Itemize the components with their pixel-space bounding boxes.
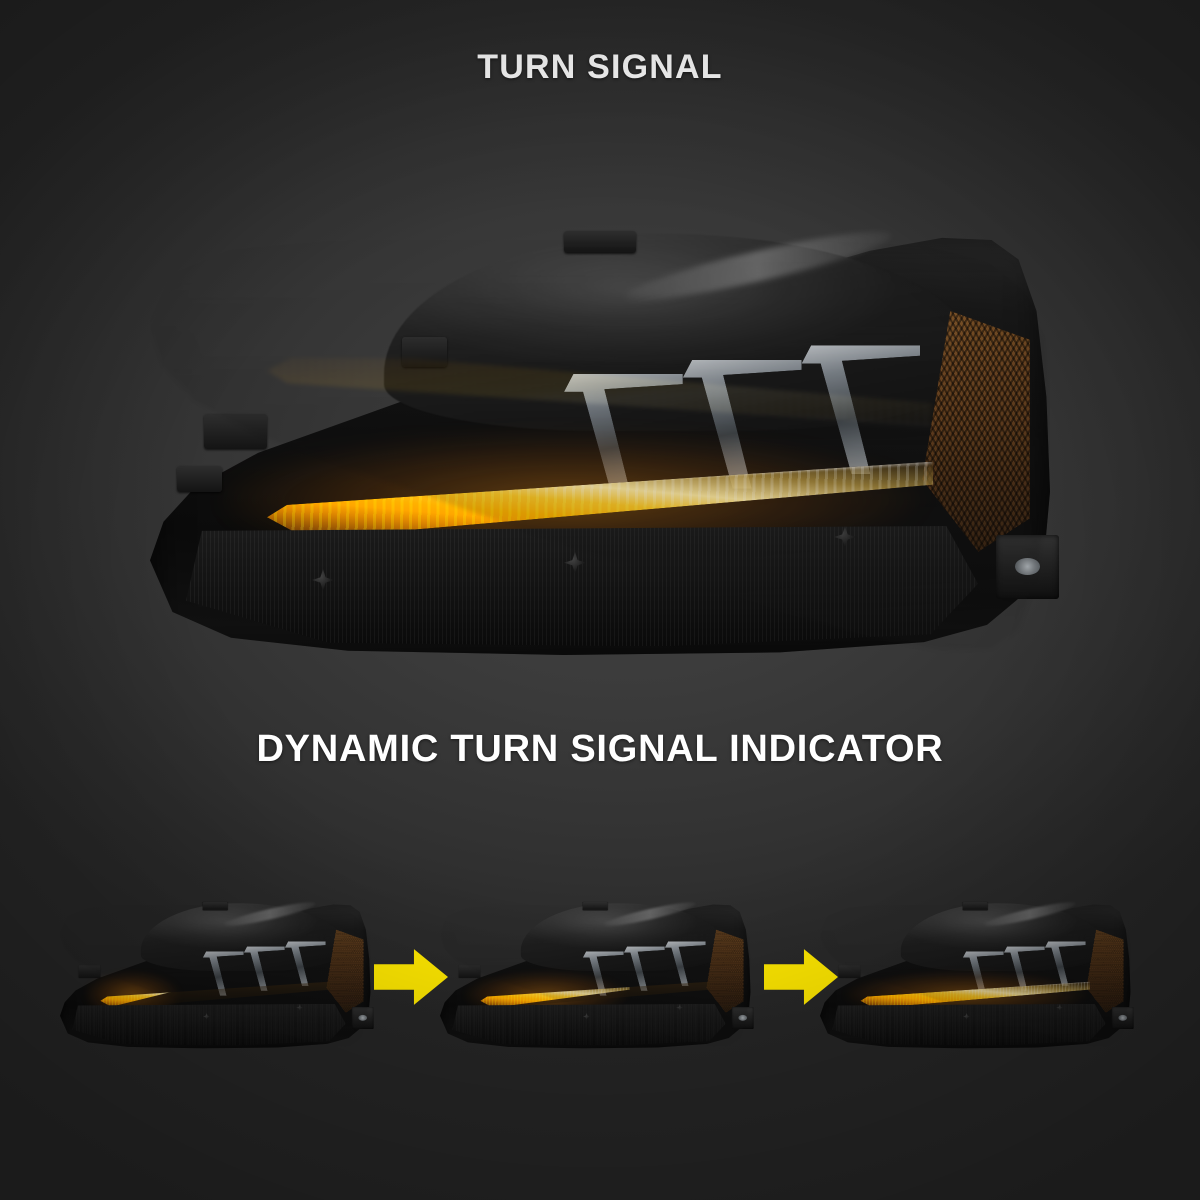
drl-chevron-group bbox=[564, 345, 960, 503]
mounting-tab bbox=[402, 336, 447, 367]
electrical-connector bbox=[996, 534, 1059, 600]
drl-chevron-group bbox=[582, 941, 720, 996]
sequence-step-3[interactable] bbox=[820, 898, 1134, 1049]
lens-dome bbox=[900, 898, 1106, 972]
mounting-tab bbox=[582, 902, 608, 910]
lens-highlight-streak bbox=[602, 898, 697, 930]
drl-chevron-icon bbox=[243, 946, 285, 991]
mounting-tab bbox=[202, 902, 228, 910]
screw-boss-icon bbox=[675, 1003, 684, 1012]
electrical-connector bbox=[731, 1006, 754, 1030]
feature-subtitle: DYNAMIC TURN SIGNAL INDICATOR bbox=[256, 728, 944, 770]
sequence-step-1[interactable] bbox=[60, 898, 374, 1049]
lens-dome bbox=[140, 898, 346, 972]
drl-chevron-icon bbox=[1003, 946, 1045, 991]
step-3-body bbox=[820, 898, 1134, 1049]
step-1-body bbox=[60, 898, 374, 1049]
screw-boss-icon bbox=[962, 1012, 971, 1021]
drl-chevron-icon bbox=[1044, 941, 1086, 987]
lens-highlight-streak bbox=[222, 898, 317, 930]
lens-dome bbox=[520, 898, 726, 972]
lens-highlight-streak bbox=[982, 898, 1077, 930]
right-arrow-icon bbox=[374, 949, 448, 1005]
drl-chevron-icon bbox=[284, 941, 326, 987]
lower-housing bbox=[186, 526, 978, 647]
mounting-tab bbox=[177, 465, 222, 492]
drl-chevron-icon bbox=[623, 946, 665, 991]
screw-boss-icon bbox=[582, 1012, 591, 1021]
drl-chevron-group bbox=[962, 941, 1100, 996]
lower-housing bbox=[72, 1003, 346, 1046]
screw-boss-icon bbox=[1055, 1003, 1064, 1012]
mounting-tab bbox=[458, 965, 481, 978]
mounting-tab bbox=[78, 965, 101, 978]
mounting-tab bbox=[962, 902, 988, 910]
electrical-connector bbox=[351, 1006, 374, 1030]
drl-chevron-icon bbox=[664, 941, 706, 987]
page-title: TURN SIGNAL bbox=[477, 48, 723, 86]
hero-headlight-body bbox=[150, 221, 1059, 655]
mounting-tab bbox=[838, 965, 861, 978]
mounting-tab bbox=[564, 231, 636, 253]
drl-chevron-icon bbox=[801, 345, 921, 475]
drl-chevron-icon bbox=[682, 359, 802, 489]
screw-boss-icon bbox=[295, 1003, 304, 1012]
hero-headlight bbox=[150, 221, 1059, 655]
mounting-tab bbox=[204, 414, 267, 449]
lower-housing bbox=[832, 1003, 1106, 1046]
screw-boss-icon bbox=[202, 1012, 211, 1021]
lens-highlight-streak bbox=[621, 221, 895, 312]
drl-chevron-group bbox=[202, 941, 340, 996]
sequence-step-2[interactable] bbox=[440, 898, 754, 1049]
step-2-body bbox=[440, 898, 754, 1049]
lower-housing bbox=[452, 1003, 726, 1046]
electrical-connector bbox=[1111, 1006, 1134, 1030]
